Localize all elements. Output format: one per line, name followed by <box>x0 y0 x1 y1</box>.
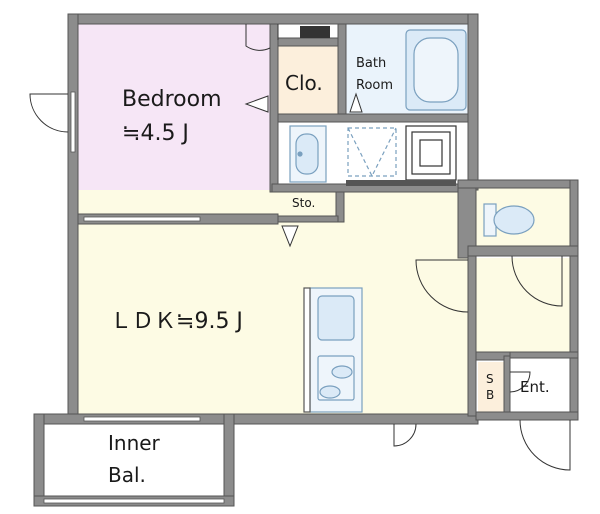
ldk-floor <box>78 190 468 416</box>
storage-label: Sto. <box>292 196 316 210</box>
doors <box>29 24 571 471</box>
shoebox-floor <box>478 362 504 412</box>
closet-floor <box>278 46 338 118</box>
bedroom-floor <box>78 24 278 216</box>
bedroom-name: Bedroom <box>122 87 222 112</box>
closet-label: Clo. <box>285 71 323 95</box>
kitchen-sink <box>317 295 355 341</box>
shoebox-label-line2: B <box>486 388 495 402</box>
balcony-label-line2: Bal. <box>108 463 146 487</box>
ldk-label: ＬＤＫ≒9.5 J <box>110 309 243 334</box>
ventilation-fan <box>300 26 330 38</box>
hall-floor <box>476 258 570 354</box>
bath-label-line2: Room <box>356 78 394 93</box>
refrigerator-space <box>303 287 311 413</box>
bedroom-size: ≒4.5 J <box>122 121 189 146</box>
shoebox-label-line1: S <box>486 372 494 386</box>
balcony-floor <box>44 424 224 496</box>
bath-label-line1: Bath <box>356 56 387 71</box>
balcony-label-line1: Inner <box>108 431 160 455</box>
wash-strip <box>346 180 456 186</box>
entrance-floor <box>510 362 570 414</box>
entrance-label: Ent. <box>520 378 550 396</box>
fixtures <box>289 29 535 413</box>
windows <box>43 91 225 504</box>
washing-machine-space <box>347 127 397 177</box>
door-markers <box>244 92 363 248</box>
